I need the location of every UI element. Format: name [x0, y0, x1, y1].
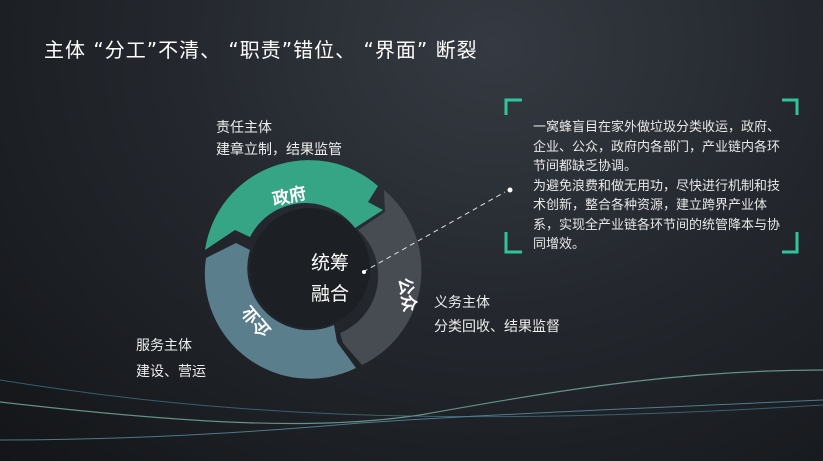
info-paragraph-2: 为避免浪费和做无用功，尽快进行机制和技术创新，整合各种资源，建立跨界产业体系，实… — [533, 178, 781, 253]
connector-line — [362, 191, 506, 273]
label-public: 义务主体 分类回收、结果监督 — [434, 295, 560, 335]
inner-circle — [250, 208, 370, 328]
segment-public — [340, 190, 422, 365]
connector-dot-end — [507, 187, 513, 193]
wave-line-2 — [0, 399, 823, 441]
wave-line-1 — [0, 369, 823, 425]
bracket-bottom-right — [782, 232, 799, 254]
bracket-top-right — [782, 98, 799, 115]
bracket-top-left — [504, 98, 522, 115]
center-label: 统筹 融合 — [310, 252, 349, 305]
segment-enterprise — [204, 243, 356, 379]
info-box: 一窝蜂盲目在家外做垃圾分类收运，政府、企业、公众，政府内各部门，产业链内各环节间… — [533, 118, 783, 255]
page-title: 主体 “分工”不清、 “职责”错位、 “界面” 断裂 — [44, 38, 478, 62]
bracket-bottom-left — [504, 232, 522, 254]
label-government: 责任主体 建章立制，结果监管 — [216, 120, 342, 158]
info-paragraph-1: 一窝蜂盲目在家外做垃圾分类收运，政府、企业、公众，政府内各部门，产业链内各环节间… — [533, 120, 781, 174]
wave-line-3 — [0, 379, 823, 418]
label-enterprise: 服务主体 建设、营运 — [136, 338, 206, 380]
segment-government — [205, 160, 383, 250]
connector-dot-start — [362, 270, 366, 274]
